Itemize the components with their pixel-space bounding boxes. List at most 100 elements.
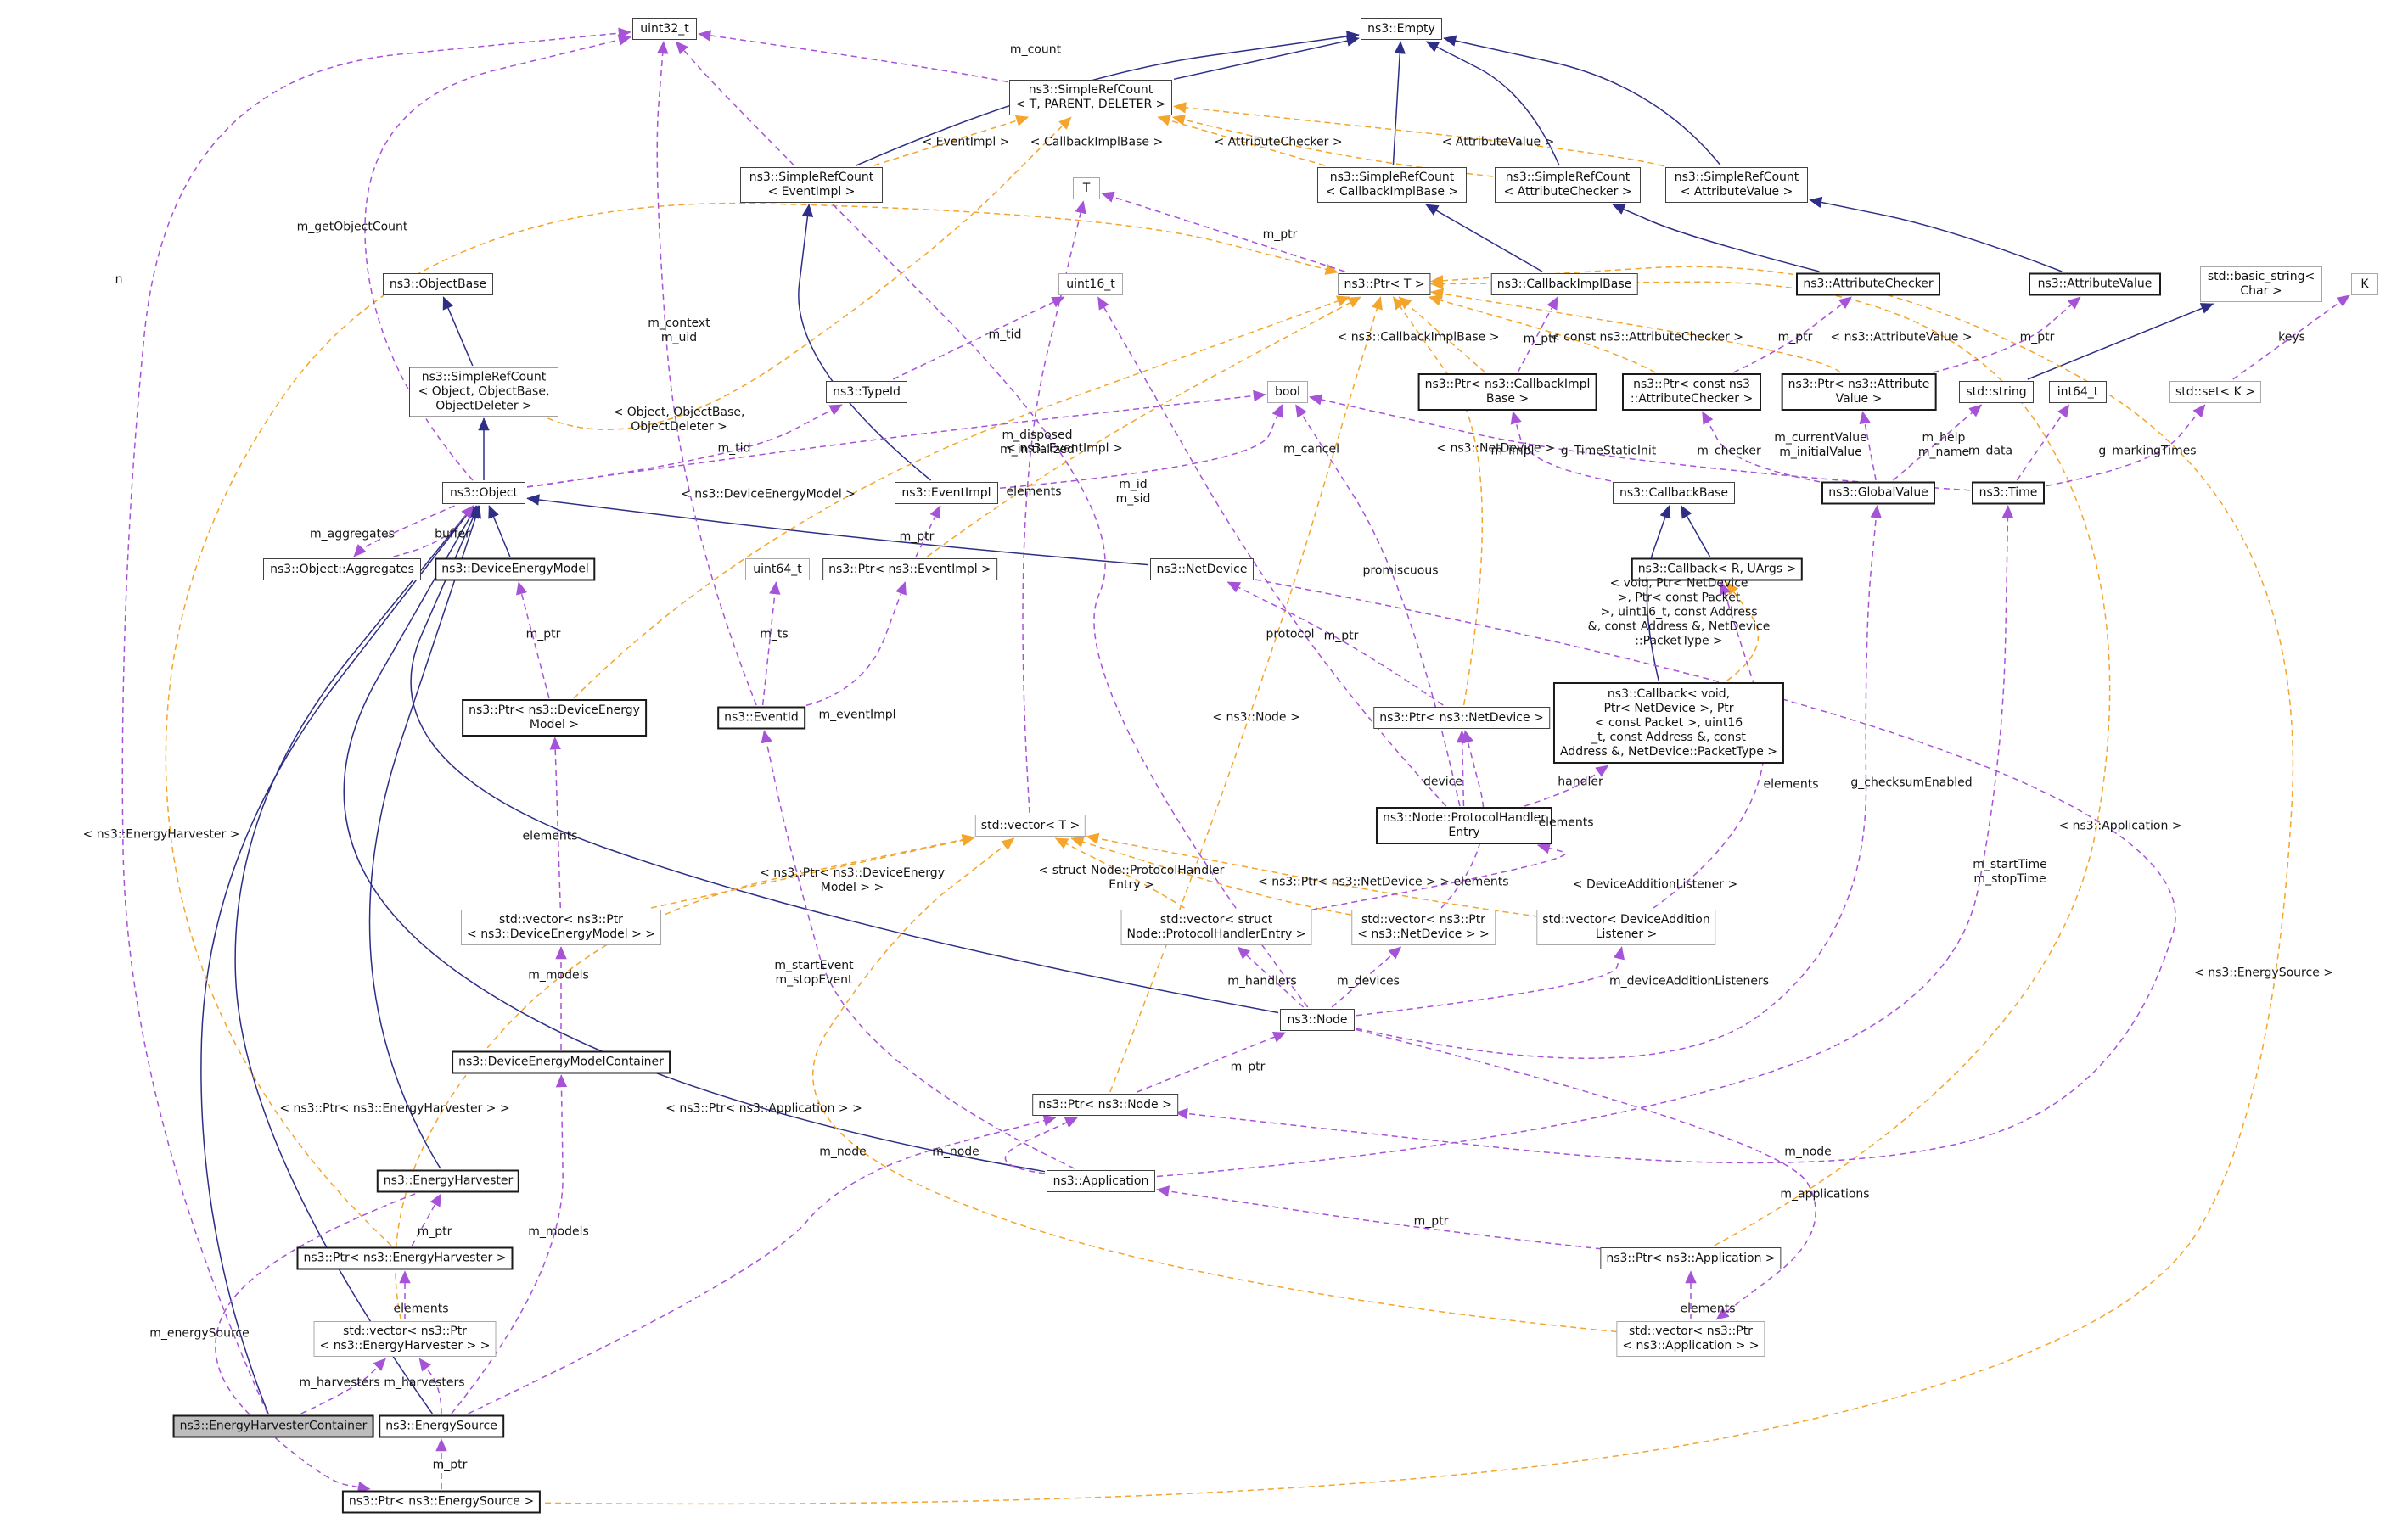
edge-ehcont-to-object — [200, 505, 474, 1414]
class-node-T[interactable]: T — [1073, 177, 1100, 199]
class-node-src_ooo[interactable]: ns3::SimpleRefCount < Object, ObjectBase… — [409, 367, 558, 417]
class-node-ptrapp[interactable]: ns3::Ptr< ns3::Application > — [1600, 1247, 1782, 1269]
edge-cbru-to-cbbase — [1680, 505, 1711, 557]
edge-ptres-to-ptrT — [534, 266, 2294, 1505]
class-node-vecphe[interactable]: std::vector< struct Node::ProtocolHandle… — [1120, 910, 1312, 945]
class-node-cib[interactable]: ns3::CallbackImplBase — [1490, 273, 1638, 295]
edge-cbbig-to-cbbase — [1646, 505, 1671, 681]
class-node-cbbig[interactable]: ns3::Callback< void, Ptr< NetDevice >, P… — [1552, 682, 1785, 764]
class-node-bool[interactable]: bool — [1267, 381, 1308, 403]
edge-src_tpd-to-empty — [1173, 35, 1360, 81]
class-node-dem[interactable]: ns3::DeviceEnergyModel — [435, 557, 596, 581]
edge-src_ei-to-src_tpd — [873, 115, 1030, 166]
class-node-uint64[interactable]: uint64_t — [745, 558, 810, 580]
edge-ptrav-to-ptrT — [1430, 288, 1841, 373]
class-node-empty[interactable]: ns3::Empty — [1361, 18, 1442, 40]
edge-ptrav-to-av — [1933, 296, 2081, 373]
edge-time-to-int64 — [2016, 404, 2070, 481]
class-node-int64[interactable]: int64_t — [2049, 381, 2107, 403]
edge-vecapp-to-vecT — [812, 837, 1618, 1333]
edge-ptrapp-to-app — [1156, 1185, 1603, 1250]
class-node-vecT[interactable]: std::vector< T > — [974, 815, 1086, 837]
class-node-ptrav[interactable]: ns3::Ptr< ns3::Attribute Value > — [1781, 373, 1937, 411]
edge-setk-to-K — [2232, 294, 2350, 380]
edge-ptrnd-to-ptrT — [1392, 296, 1484, 706]
class-node-eventimpl[interactable]: ns3::EventImpl — [895, 482, 998, 504]
edge-src_cib-to-src_tpd — [1157, 115, 1325, 166]
edge-av-to-src_av — [1809, 196, 2063, 272]
edge-vecT-to-T — [1022, 200, 1086, 814]
class-node-aggr[interactable]: ns3::Object::Aggregates — [263, 558, 421, 580]
edge-node-to-vecphe — [1237, 946, 1305, 1008]
class-node-ptres[interactable]: ns3::Ptr< ns3::EnergySource > — [341, 1490, 542, 1514]
class-node-ptrcac[interactable]: ns3::Ptr< const ns3 ::AttributeChecker > — [1622, 373, 1761, 411]
edge-src_ooo-to-objbase — [442, 296, 474, 367]
class-node-src_ac[interactable]: ns3::SimpleRefCount < AttributeChecker > — [1495, 167, 1641, 203]
class-node-vecapp[interactable]: std::vector< ns3::Ptr < ns3::Application… — [1616, 1321, 1765, 1357]
edge-aggr-to-object — [393, 505, 474, 557]
class-node-ptrT[interactable]: ns3::Ptr< T > — [1338, 273, 1431, 295]
edge-src_av-to-src_tpd — [1173, 102, 1664, 167]
edge-vecdal-to-vecT — [1086, 832, 1540, 917]
class-node-src_av[interactable]: ns3::SimpleRefCount < AttributeValue > — [1665, 167, 1808, 203]
edge-src_ac-to-empty — [1425, 41, 1560, 166]
class-node-K[interactable]: K — [2351, 273, 2378, 295]
class-node-src_tpd[interactable]: ns3::SimpleRefCount < T, PARENT, DELETER… — [1009, 80, 1172, 115]
class-node-ptreh[interactable]: ns3::Ptr< ns3::EnergyHarvester > — [296, 1246, 514, 1270]
edge-ptrcib-to-cib — [1517, 296, 1558, 373]
edge-netdev-to-ptrnode — [1175, 579, 2176, 1164]
class-node-veceh[interactable]: std::vector< ns3::Ptr < ns3::EnergyHarve… — [313, 1321, 497, 1357]
edge-phe-to-cbbig — [1524, 765, 1609, 807]
class-node-ptrei[interactable]: ns3::Ptr< ns3::EventImpl > — [822, 558, 997, 580]
class-node-object[interactable]: ns3::Object — [442, 482, 525, 504]
class-node-string[interactable]: std::string — [1959, 381, 2034, 403]
class-node-setk[interactable]: std::set< K > — [2169, 381, 2262, 403]
class-node-netdev[interactable]: ns3::NetDevice — [1150, 558, 1254, 580]
class-node-harv[interactable]: ns3::EnergyHarvester — [376, 1169, 520, 1193]
class-node-phe[interactable]: ns3::Node::ProtocolHandler Entry — [1375, 807, 1553, 844]
class-node-vecnd[interactable]: std::vector< ns3::Ptr < ns3::NetDevice >… — [1351, 910, 1496, 945]
edge-node-to-uint32 — [675, 41, 1309, 1008]
class-node-vecdem[interactable]: std::vector< ns3::Ptr < ns3::DeviceEnerg… — [461, 910, 661, 945]
class-node-gvalue[interactable]: ns3::GlobalValue — [1821, 481, 1935, 505]
edge-app-to-ptrnode — [1004, 1117, 1079, 1174]
class-node-ptrcib[interactable]: ns3::Ptr< ns3::CallbackImpl Base > — [1417, 373, 1597, 411]
edge-time-to-setk — [2046, 404, 2206, 487]
edge-esrc-to-object — [234, 505, 474, 1414]
edge-ptreh-to-ptrT — [165, 202, 1339, 1246]
class-node-bstring[interactable]: std::basic_string< Char > — [2200, 266, 2322, 302]
edge-object-to-aggr — [353, 505, 455, 557]
class-node-vecdal[interactable]: std::vector< DeviceAddition Listener > — [1536, 910, 1716, 945]
edge-gvalue-to-ptrcac — [1701, 411, 1821, 483]
class-node-node[interactable]: ns3::Node — [1280, 1009, 1355, 1031]
edge-node-to-vecnd — [1331, 946, 1402, 1008]
class-node-cbbase[interactable]: ns3::CallbackBase — [1613, 482, 1735, 504]
class-node-objbase[interactable]: ns3::ObjectBase — [383, 273, 493, 295]
edge-eventid-to-ptrei — [805, 581, 907, 707]
class-node-ptrnd[interactable]: ns3::Ptr< ns3::NetDevice > — [1373, 707, 1550, 729]
class-node-eventid[interactable]: ns3::EventId — [717, 706, 805, 730]
class-node-demcont[interactable]: ns3::DeviceEnergyModelContainer — [452, 1050, 671, 1074]
class-node-time[interactable]: ns3::Time — [1972, 481, 2045, 505]
edge-vecphe-to-vecT — [1054, 837, 1185, 909]
class-node-uint32[interactable]: uint32_t — [632, 18, 697, 40]
class-node-ptrnode[interactable]: ns3::Ptr< ns3::Node > — [1032, 1094, 1178, 1116]
edge-app-to-object — [343, 505, 1046, 1173]
class-node-uint16[interactable]: uint16_t — [1058, 273, 1123, 295]
class-node-src_cib[interactable]: ns3::SimpleRefCount < CallbackImplBase > — [1317, 167, 1467, 203]
class-node-av[interactable]: ns3::AttributeValue — [2029, 272, 2161, 296]
class-node-src_ei[interactable]: ns3::SimpleRefCount < EventImpl > — [740, 167, 883, 203]
edge-src_tpd-to-uint32 — [698, 30, 1008, 83]
edge-object-to-bool — [526, 389, 1266, 488]
edge-gvalue-to-string — [1893, 404, 1983, 481]
class-node-ac[interactable]: ns3::AttributeChecker — [1796, 272, 1940, 296]
class-node-typeid[interactable]: ns3::TypeId — [826, 381, 907, 403]
class-node-cbru[interactable]: ns3::Callback< R, UArgs > — [1631, 557, 1804, 581]
class-node-ptrdem[interactable]: ns3::Ptr< ns3::DeviceEnergy Model > — [462, 699, 647, 737]
class-node-ehcont[interactable]: ns3::EnergyHarvesterContainer — [172, 1414, 374, 1438]
edge-ptrapp-to-ptrT — [1430, 277, 2111, 1246]
class-node-app[interactable]: ns3::Application — [1047, 1170, 1155, 1192]
edge-ptreh-to-harv — [411, 1193, 442, 1246]
class-node-esrc[interactable]: ns3::EnergySource — [379, 1414, 504, 1438]
